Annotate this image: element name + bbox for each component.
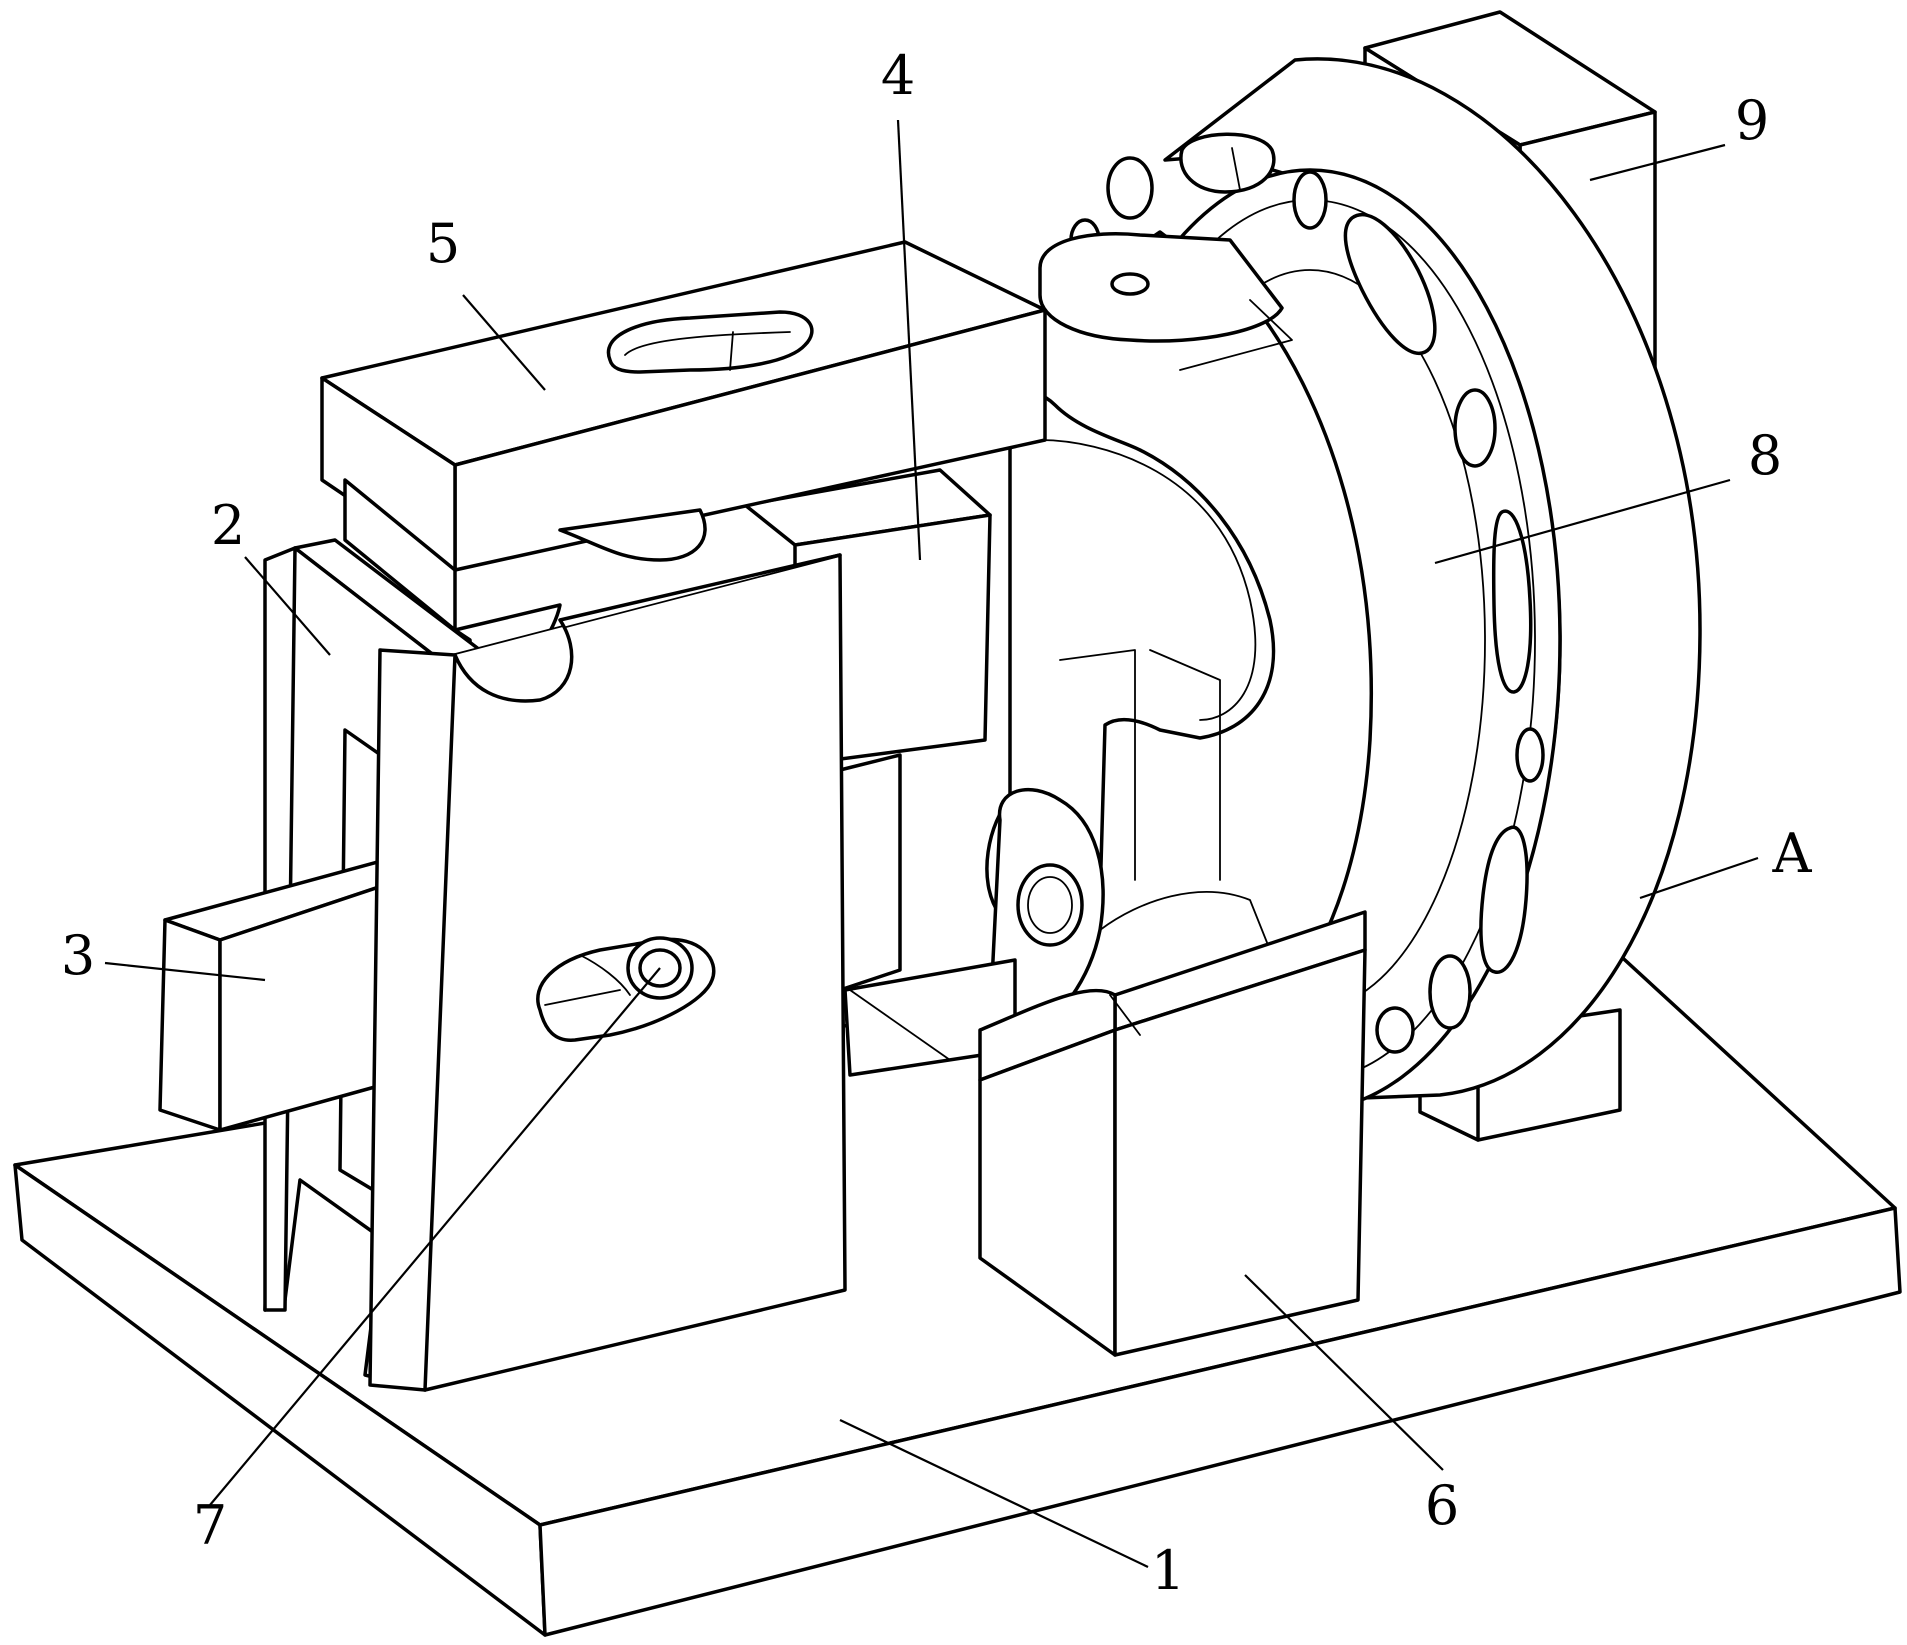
leader-6 — [1244, 1274, 1444, 1471]
leader-4 — [896, 119, 922, 561]
front-support-block — [978, 910, 1367, 1357]
leader-7 — [209, 967, 661, 1506]
callout-4: 4 — [881, 44, 915, 107]
callout-5: 5 — [426, 212, 460, 275]
callout-9: 9 — [1735, 89, 1769, 152]
callout-A: A — [1772, 822, 1813, 885]
callout-labels: 1 2 3 4 5 6 7 8 9 A — [61, 44, 1813, 1602]
leader-3 — [104, 961, 266, 982]
callout-6: 6 — [1425, 1474, 1459, 1537]
front-plate — [363, 553, 847, 1392]
callout-8: 8 — [1748, 424, 1782, 487]
callout-3: 3 — [61, 924, 95, 987]
support-block — [743, 468, 1017, 1077]
leader-8 — [1434, 478, 1731, 565]
ring-holes — [1069, 132, 1545, 1054]
callout-7: 7 — [193, 1494, 227, 1557]
side-bar — [158, 858, 402, 1132]
leader-A — [1639, 856, 1759, 900]
leader-2 — [244, 556, 331, 656]
leader-9 — [1589, 143, 1726, 182]
leader-1 — [839, 1419, 1149, 1568]
callout-2: 2 — [211, 494, 245, 557]
leader-5 — [462, 294, 546, 391]
callout-1: 1 — [1151, 1539, 1185, 1602]
leader-lines — [104, 119, 1759, 1568]
